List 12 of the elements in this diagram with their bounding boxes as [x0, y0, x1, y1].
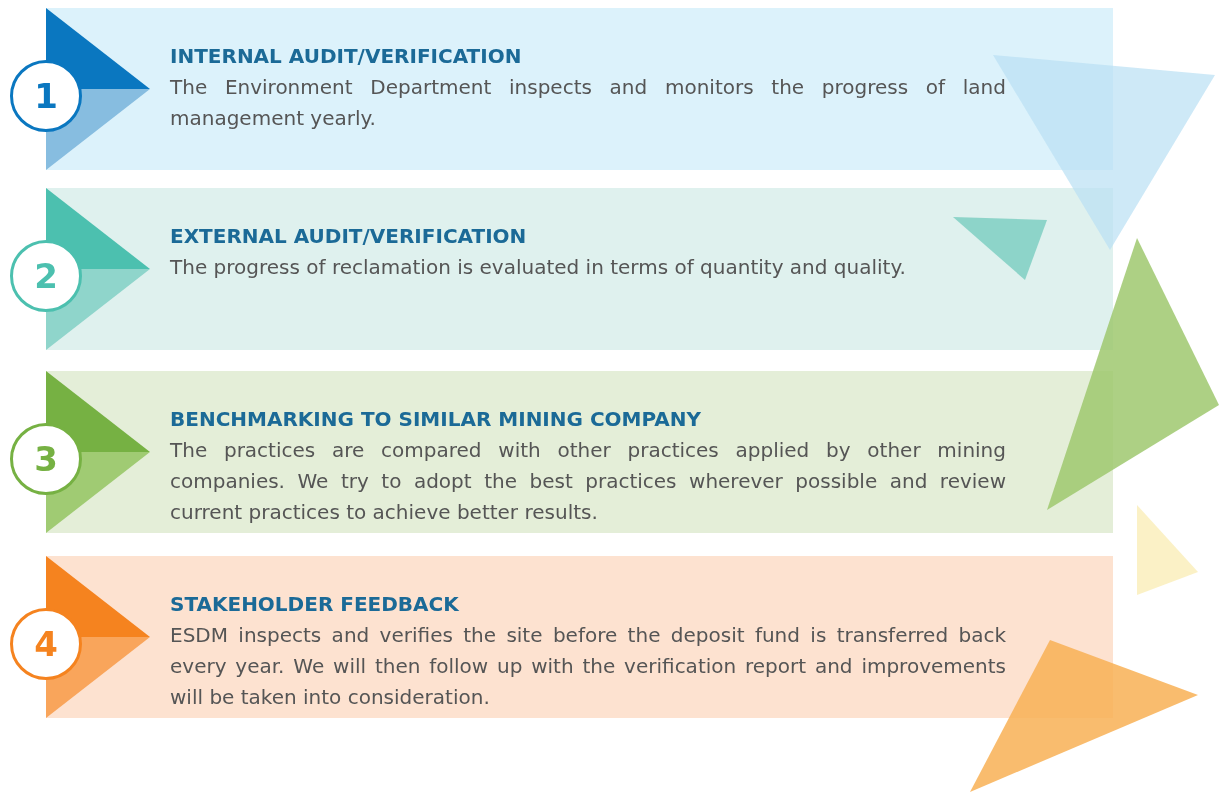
step-heading: EXTERNAL AUDIT/VERIFICATION — [170, 224, 527, 248]
number-circle: 4 — [10, 608, 82, 680]
step-description: The practices are compared with other practices applied by other mining companies. We try to adopt the best practices wherever possible and review current practices to achieve better results. — [170, 437, 1006, 526]
step-description: The progress of reclamation is evaluated in terms of quantity and quality. — [170, 254, 907, 281]
number-circle: 2 — [10, 240, 82, 312]
step-heading: INTERNAL AUDIT/VERIFICATION — [170, 44, 522, 68]
number-circle: 3 — [10, 423, 82, 495]
step-heading: BENCHMARKING TO SIMILAR MINING COMPANY — [170, 407, 702, 431]
step-description: The Environment Department inspects and monitors the progress of land management yearly. — [170, 74, 1006, 132]
step-description: ESDM inspects and verifies the site before the deposit fund is transferred back every year. We will then follow up with the verification report and improvements will be taken into consideration. — [170, 622, 1006, 711]
number-circle: 1 — [10, 60, 82, 132]
step-heading: STAKEHOLDER FEEDBACK — [170, 592, 459, 616]
